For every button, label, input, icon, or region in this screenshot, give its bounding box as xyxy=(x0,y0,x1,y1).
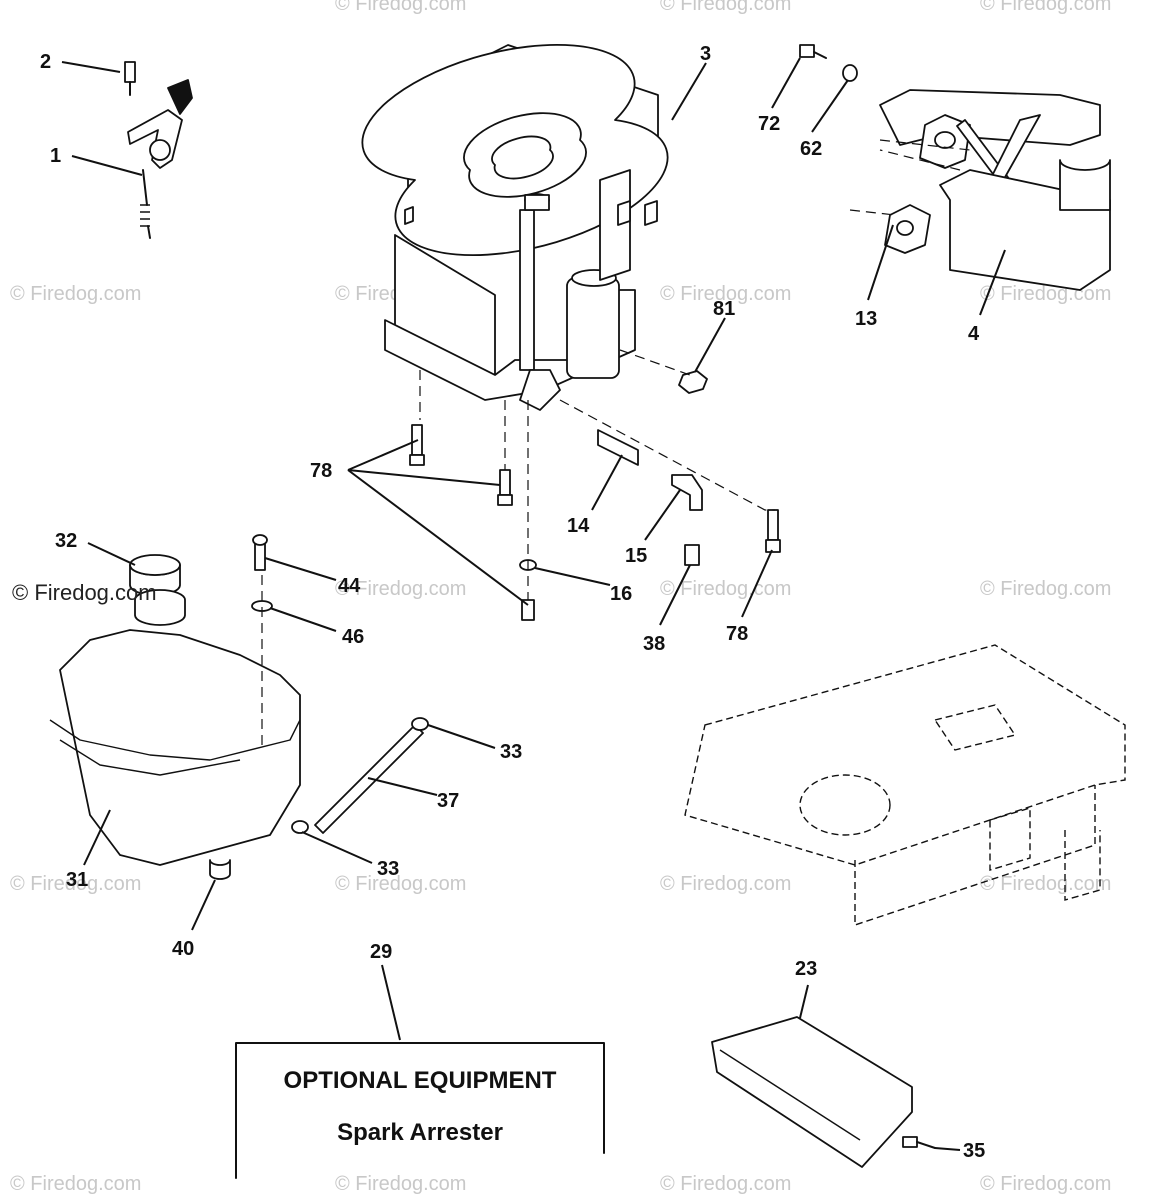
part-label-78b: 78 xyxy=(726,623,748,645)
watermark: © Firedog.com xyxy=(980,283,1111,305)
engine xyxy=(361,43,669,411)
part-label-32: 32 xyxy=(55,530,77,552)
engine-hardware xyxy=(409,349,781,621)
tank-hardware xyxy=(209,534,273,880)
part-label-15: 15 xyxy=(625,545,647,567)
part-label-23: 23 xyxy=(795,958,817,980)
watermark: © Firedog.com xyxy=(335,0,466,15)
part-label-1: 1 xyxy=(50,145,61,167)
throttle-control xyxy=(124,61,193,239)
part-label-62: 62 xyxy=(800,138,822,160)
optional-equipment-title: OPTIONAL EQUIPMENT xyxy=(284,1067,557,1094)
part-label-33b: 33 xyxy=(377,858,399,880)
watermark-prominent: © Firedog.com xyxy=(12,580,157,605)
part-label-44: 44 xyxy=(338,575,361,597)
watermarks: © Firedog.com © Firedog.com © Firedog.co… xyxy=(10,0,1111,1195)
part-label-46: 46 xyxy=(342,626,364,648)
watermark: © Firedog.com xyxy=(10,873,141,895)
part-label-38: 38 xyxy=(643,633,665,655)
muffler-assembly xyxy=(799,44,1111,291)
part-label-13: 13 xyxy=(855,308,877,330)
watermark: © Firedog.com xyxy=(660,0,791,15)
part-label-33a: 33 xyxy=(500,741,522,763)
part-label-4: 4 xyxy=(968,323,980,345)
part-label-37: 37 xyxy=(437,790,459,812)
watermark: © Firedog.com xyxy=(335,873,466,895)
part-label-40: 40 xyxy=(172,938,194,960)
watermark: © Firedog.com xyxy=(335,578,466,600)
part-labels: 2 1 3 72 62 13 4 81 78 14 15 16 38 78 32… xyxy=(40,43,985,1162)
part-label-2: 2 xyxy=(40,51,51,73)
deflector xyxy=(711,1016,936,1168)
callout-lines xyxy=(61,57,1006,1151)
part-label-35: 35 xyxy=(963,1140,985,1162)
fuel-line xyxy=(291,717,429,834)
watermark: © Firedog.com xyxy=(660,283,791,305)
watermark: © Firedog.com xyxy=(10,283,141,305)
frame xyxy=(684,644,1126,926)
watermark: © Firedog.com xyxy=(980,0,1111,15)
watermark: © Firedog.com xyxy=(10,1173,141,1195)
part-label-78a: 78 xyxy=(310,460,332,482)
part-label-81: 81 xyxy=(713,298,735,320)
part-label-14: 14 xyxy=(567,515,590,537)
part-label-16: 16 xyxy=(610,583,632,605)
watermark: © Firedog.com xyxy=(980,1173,1111,1195)
watermark: © Firedog.com xyxy=(660,873,791,895)
watermark: © Firedog.com xyxy=(980,873,1111,895)
watermark: © Firedog.com xyxy=(660,1173,791,1195)
part-label-72: 72 xyxy=(758,113,780,135)
part-label-29: 29 xyxy=(370,941,392,963)
watermark: © Firedog.com xyxy=(335,1173,466,1195)
fuel-tank xyxy=(49,554,301,866)
spark-arrester-label: Spark Arrester xyxy=(337,1119,503,1146)
part-label-31: 31 xyxy=(66,869,88,891)
watermark: © Firedog.com xyxy=(980,578,1111,600)
part-label-3: 3 xyxy=(700,43,711,65)
optional-equipment-box: OPTIONAL EQUIPMENT Spark Arrester xyxy=(235,1042,605,1179)
watermark: © Firedog.com xyxy=(660,578,791,600)
